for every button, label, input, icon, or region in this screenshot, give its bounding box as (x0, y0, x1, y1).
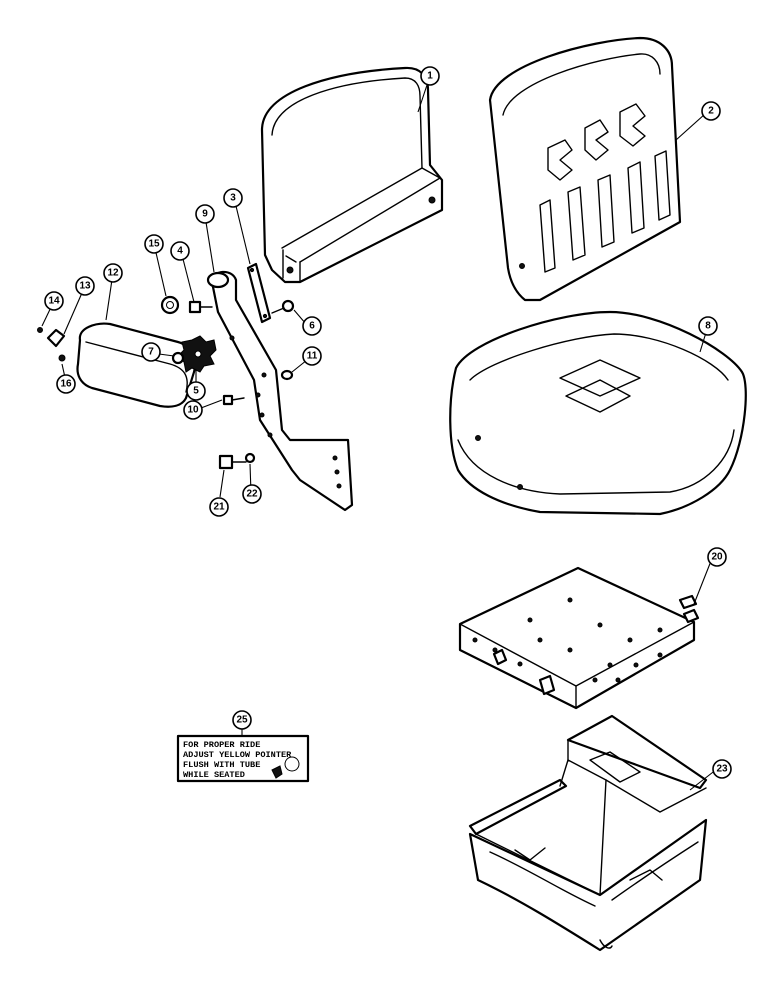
callout-15: 15 (144, 234, 164, 254)
callout-13: 13 (75, 276, 95, 296)
decal-line-2: ADJUST YELLOW POINTER (183, 750, 292, 760)
nut-7 (171, 351, 185, 365)
decal-line-1: FOR PROPER RIDE (183, 740, 260, 750)
callout-8: 8 (698, 316, 718, 336)
warning-decal: FOR PROPER RIDE ADJUST YELLOW POINTER FL… (176, 734, 310, 783)
pointer-arrow-icon (271, 765, 283, 779)
callout-4: 4 (170, 241, 190, 261)
svg-text:7: 7 (148, 347, 154, 358)
svg-text:14: 14 (48, 296, 60, 307)
svg-text:8: 8 (705, 321, 711, 332)
svg-text:4: 4 (177, 246, 183, 257)
svg-text:5: 5 (193, 386, 199, 397)
callout-21: 21 (209, 497, 229, 517)
callout-25: 25 (232, 710, 252, 730)
back-cushion (488, 36, 682, 302)
svg-text:12: 12 (107, 268, 119, 279)
callout-22: 22 (242, 484, 262, 504)
bracket-13 (46, 328, 66, 348)
callout-6: 6 (302, 316, 322, 336)
bolt-4 (188, 300, 213, 314)
svg-text:9: 9 (202, 209, 208, 220)
bolt-21 (218, 454, 247, 470)
svg-text:20: 20 (711, 552, 723, 563)
svg-text:2: 2 (708, 106, 714, 117)
svg-text:1: 1 (427, 71, 433, 82)
svg-text:10: 10 (187, 405, 199, 416)
bolt-10 (222, 394, 245, 406)
nut-16 (58, 354, 66, 362)
callout-2: 2 (701, 101, 721, 121)
armrest-pad (76, 322, 197, 408)
screw-14 (37, 327, 43, 333)
svg-text:13: 13 (79, 281, 91, 292)
svg-text:11: 11 (307, 351, 318, 362)
callout-20: 20 (707, 547, 727, 567)
washer-11 (280, 369, 294, 381)
washer-22 (244, 452, 256, 464)
svg-text:15: 15 (148, 239, 160, 250)
svg-text:23: 23 (716, 764, 728, 775)
decal-line-3: FLUSH WITH TUBE (183, 760, 260, 770)
callout-9: 9 (195, 204, 215, 224)
latch-strap (246, 262, 272, 324)
svg-text:22: 22 (246, 489, 258, 500)
svg-text:25: 25 (236, 715, 248, 726)
callout-23: 23 (712, 759, 732, 779)
svg-text:16: 16 (60, 379, 72, 390)
callout-1: 1 (420, 66, 440, 86)
svg-text:6: 6 (309, 321, 315, 332)
callout-10: 10 (183, 400, 203, 420)
callout-11: 11 (302, 346, 322, 366)
bolt-6 (271, 299, 295, 314)
pointer-circle-icon (284, 756, 300, 772)
callout-14: 14 (44, 291, 64, 311)
callout-7: 7 (141, 342, 161, 362)
decal-line-4: WHILE SEATED (183, 770, 245, 780)
washer-15 (160, 295, 180, 315)
callout-3: 3 (223, 188, 243, 208)
backrest-frame (260, 66, 444, 284)
armrest-bracket (206, 270, 354, 512)
callout-5: 5 (186, 381, 206, 401)
svg-text:21: 21 (213, 502, 225, 513)
callout-16: 16 (56, 374, 76, 394)
slide-plate (458, 566, 700, 710)
svg-text:3: 3 (230, 193, 236, 204)
callout-12: 12 (103, 263, 123, 283)
seat-cushion (449, 310, 747, 516)
suspension-frame (468, 714, 708, 952)
